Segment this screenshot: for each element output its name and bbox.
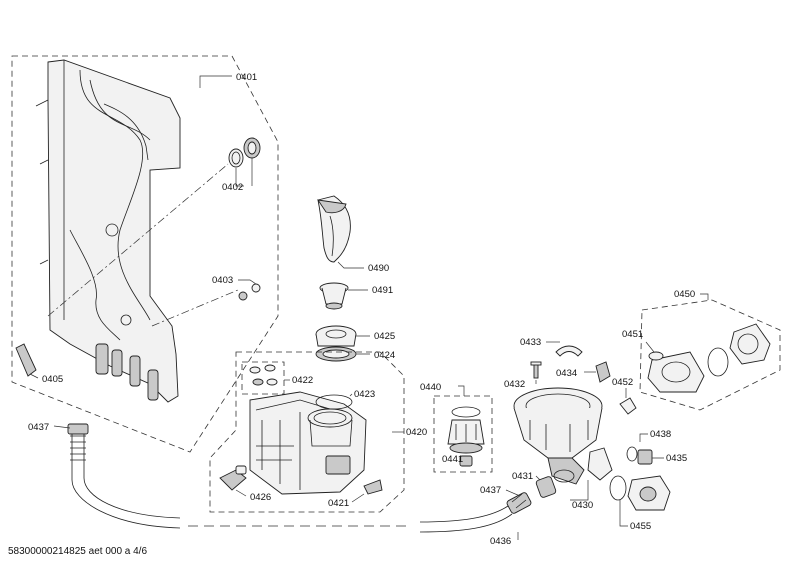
label-0426: 0426: [250, 492, 271, 503]
label-0402: 0402: [222, 182, 243, 193]
group-outline-0450: [639, 299, 781, 411]
part-0441: [459, 455, 473, 467]
leader-0438-0435: [639, 433, 664, 459]
label-0401: 0401: [236, 72, 257, 83]
plug-0426: [219, 465, 247, 491]
leader-0426: [235, 489, 247, 497]
part-0452: [619, 397, 637, 415]
leader-0450: [700, 293, 709, 300]
label-0422: 0422: [292, 375, 313, 386]
label-0430: 0430: [572, 500, 593, 511]
cap-0491: [319, 282, 349, 310]
label-0425: 0425: [374, 331, 395, 342]
label-0420: 0420: [406, 427, 427, 438]
leader-0440: [458, 385, 465, 396]
leader-0402: [235, 158, 253, 187]
group-outline-0440: [433, 395, 493, 473]
drain-hose: [67, 423, 532, 533]
clip-0433: [555, 345, 583, 357]
label-0403: 0403: [212, 275, 233, 286]
seal-rings-0402: [228, 137, 261, 168]
leader-0423: [349, 393, 353, 397]
label-0451: 0451: [622, 329, 643, 340]
label-0405: 0405: [42, 374, 63, 385]
label-0431: 0431: [512, 471, 533, 482]
microfilter-0440: [447, 406, 485, 454]
sump-0430: [513, 387, 613, 485]
fittings-0403: [238, 283, 261, 301]
screw-0432: [530, 361, 542, 379]
leader-0451: [645, 341, 655, 353]
centerline-0402: [47, 163, 229, 317]
label-0432: 0432: [504, 379, 525, 390]
softener-body-0420: [249, 391, 367, 495]
leader-0425-0424: [356, 335, 370, 355]
leader-0401: [199, 75, 232, 88]
label-0455: 0455: [630, 521, 651, 532]
label-0491: 0491: [372, 285, 393, 296]
label-0435: 0435: [666, 453, 687, 464]
side-panel-part: [35, 59, 181, 403]
leader-0431: [535, 475, 541, 481]
group-outline-0401: [11, 55, 279, 453]
label-0441: 0441: [442, 454, 463, 465]
sleeve-0431: [535, 476, 557, 498]
label-0423: 0423: [354, 389, 375, 400]
small-parts-0422: [241, 361, 285, 395]
label-0421: 0421: [328, 498, 349, 509]
leader-0421: [351, 493, 365, 503]
gasket-0423: [315, 394, 353, 410]
document-code: 58300000214825 aet 000 a 4/6: [8, 546, 148, 557]
scoop-0490: [317, 195, 351, 263]
seal-0438: [626, 446, 638, 462]
leader-0403: [238, 279, 257, 285]
leader-0455: [619, 500, 628, 527]
clip-0451: [648, 351, 664, 361]
label-0440: 0440: [420, 382, 441, 393]
ring-0424: [315, 346, 357, 362]
leader-0437b: [505, 489, 521, 497]
lid-0425: [315, 325, 357, 347]
label-0438: 0438: [650, 429, 671, 440]
label-0450: 0450: [674, 289, 695, 300]
leader-0405: [29, 373, 39, 379]
label-0424: 0424: [374, 350, 395, 361]
drain-pump-0455: [609, 475, 671, 511]
check-valve-0435: [637, 449, 653, 465]
label-0437-left: 0437: [28, 422, 49, 433]
label-0452: 0452: [612, 377, 633, 388]
leader-0490: [337, 261, 364, 269]
pump-motor-0450: [647, 323, 771, 393]
clip-0405: [15, 343, 37, 377]
clamp-0434: [595, 361, 611, 383]
label-0437-right: 0437: [480, 485, 501, 496]
leader-0430: [570, 480, 589, 501]
label-0433: 0433: [520, 337, 541, 348]
label-0436: 0436: [490, 536, 511, 547]
group-outline-0420: [209, 351, 405, 513]
leader-0437a: [53, 425, 71, 429]
label-0434: 0434: [556, 368, 577, 379]
label-0490: 0490: [368, 263, 389, 274]
clip-0421: [363, 479, 383, 495]
